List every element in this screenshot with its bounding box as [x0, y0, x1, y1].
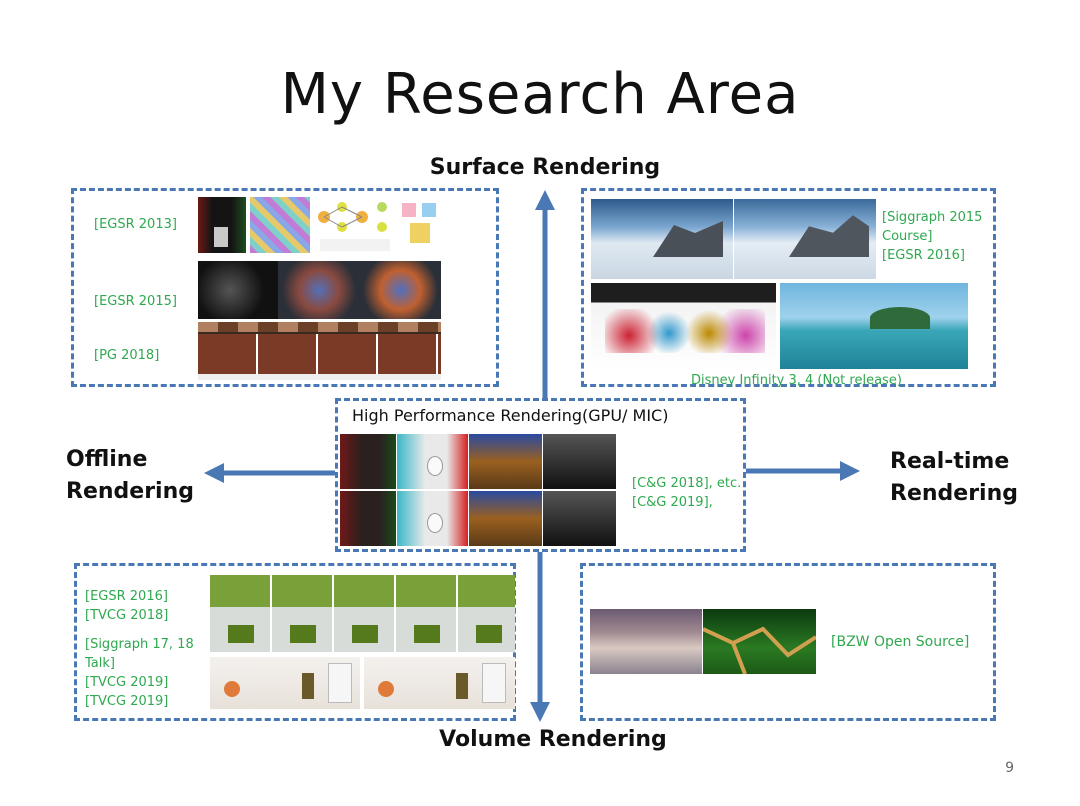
citation-line: [TVCG 2019] — [85, 673, 194, 692]
citation-line: [TVCG 2018] — [85, 606, 194, 625]
pg2018-thumbnails — [198, 322, 441, 380]
label-realtime-rendering: Real-time Rendering — [890, 446, 1018, 510]
volume-green-strip — [210, 575, 515, 607]
citation-line: [EGSR 2016] — [85, 587, 194, 606]
label-offline-line2: Rendering — [66, 476, 194, 508]
terrain-scene-thumbnail — [703, 609, 816, 674]
cloud-scene-thumbnail — [590, 609, 702, 674]
label-offline-line1: Offline — [66, 444, 194, 476]
citation: [PG 2018] — [94, 346, 159, 365]
volume-milk-scene-b — [364, 657, 515, 709]
label-realtime-line2: Rendering — [890, 478, 1018, 510]
snow-scene-thumbnail-b — [734, 199, 876, 279]
box-offline-surface: [EGSR 2013] [EGSR 2015] [PG 2018] — [71, 188, 499, 387]
box-high-performance: High Performance Rendering(GPU/ MIC) [C&… — [335, 398, 746, 552]
ocean-scene-thumbnail — [780, 283, 968, 369]
citation: [Siggraph 2015 Course] [EGSR 2016] — [882, 208, 982, 265]
snow-scene-thumbnail-a — [591, 199, 733, 279]
citation-line: [C&G 2018], etc. — [632, 474, 741, 493]
label-realtime-line1: Real-time — [890, 446, 1018, 478]
segmentation-thumbnail — [250, 197, 310, 253]
box-realtime-surface: [Siggraph 2015 Course] [EGSR 2016] Disne… — [581, 188, 996, 387]
egsr2015-thumbnails — [198, 261, 441, 319]
figure-caption: Disney Infinity 3, 4 (Not release) — [691, 371, 902, 390]
volume-milk-scene-a — [210, 657, 360, 709]
citation: [EGSR 2015] — [94, 292, 177, 311]
disney-infinity-poster — [591, 283, 776, 371]
citation-line: Course] — [882, 227, 982, 246]
gpu-render-grid — [340, 434, 616, 546]
diagram-thumbnail — [310, 193, 450, 255]
box-realtime-volume: [BZW Open Source] — [580, 563, 996, 721]
citation-line: [Siggraph 17, 18 — [85, 635, 194, 654]
citation: [EGSR 2013] — [94, 215, 177, 234]
citation-line: [EGSR 2016] — [882, 246, 982, 265]
citation-line: [Siggraph 2015 — [882, 208, 982, 227]
citation-line: [C&G 2019], — [632, 493, 741, 512]
volume-jug-strip — [210, 607, 515, 652]
box-offline-volume: [EGSR 2016] [TVCG 2018] [Siggraph 17, 18… — [74, 563, 516, 721]
terrain-paths — [703, 609, 816, 674]
label-volume-rendering: Volume Rendering — [0, 727, 1080, 752]
label-surface-rendering: Surface Rendering — [0, 155, 1080, 180]
citation-line: Talk] — [85, 654, 194, 673]
citation-line: [TVCG 2019] — [85, 692, 194, 711]
center-box-title: High Performance Rendering(GPU/ MIC) — [352, 406, 668, 425]
citation: [EGSR 2016] [TVCG 2018] [Siggraph 17, 18… — [85, 587, 194, 711]
citation: [BZW Open Source] — [831, 633, 969, 652]
citation: [C&G 2018], etc. [C&G 2019], — [632, 474, 741, 512]
cornell-box-thumbnail — [198, 197, 246, 253]
label-offline-rendering: Offline Rendering — [66, 444, 194, 508]
page-number: 9 — [1005, 760, 1014, 776]
